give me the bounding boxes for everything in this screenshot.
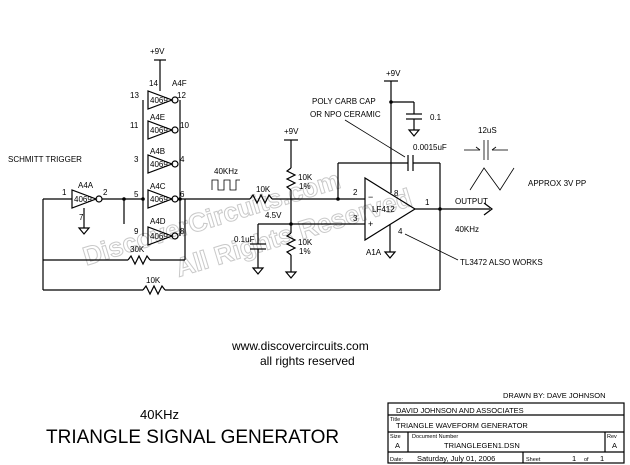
inverter-a4e: 4069 A4E 11 10: [130, 113, 189, 140]
svg-text:2: 2: [353, 188, 358, 197]
a4d-label: A4D: [150, 217, 166, 226]
title-block: DRAWN BY: DAVE JOHNSON DAVID JOHNSON AND…: [387, 391, 625, 464]
ground-symbol-opamp: [383, 251, 397, 259]
svg-text:13: 13: [130, 91, 139, 100]
ground-symbol-divider: [284, 271, 298, 279]
a4b-label: A4B: [150, 147, 165, 156]
tb-title: TRIANGLE WAVEFORM GENERATOR: [396, 421, 528, 430]
resistor-10k-bottom: [285, 232, 297, 256]
opamp-ref: A1A: [366, 248, 382, 257]
inverter-a4c: 4069 A4C 5 6: [134, 182, 185, 209]
svg-text:1%: 1%: [299, 247, 311, 256]
freq-small-label: 40KHz: [214, 167, 238, 176]
supply-label-opamp: +9V: [386, 69, 401, 78]
svg-text:11: 11: [130, 121, 139, 130]
tl-note-label: TL3472 ALSO WORKS: [460, 258, 543, 267]
svg-text:4: 4: [180, 155, 185, 164]
svg-text:10K: 10K: [298, 173, 313, 182]
supply-label-schmitt: +9V: [150, 47, 165, 56]
svg-text:12: 12: [177, 91, 186, 100]
svg-text:−: −: [368, 192, 373, 202]
svg-text:Rev: Rev: [607, 434, 617, 440]
title-freq: 40KHz: [140, 407, 179, 422]
a4e-label: A4E: [150, 113, 165, 122]
drawn-by: DRAWN BY: DAVE JOHNSON: [503, 391, 606, 400]
svg-text:Title: Title: [390, 417, 400, 423]
website-url: www.discovercircuits.com: [231, 339, 369, 353]
company: DAVID JOHNSON AND ASSOCIATES: [396, 406, 524, 415]
ground-symbol-a4a: [77, 227, 91, 235]
website-rights: all rights reserved: [260, 354, 355, 368]
svg-text:A: A: [395, 441, 400, 450]
svg-text:10: 10: [180, 121, 189, 130]
a4f-label: A4F: [172, 79, 187, 88]
square-wave-icon: [211, 179, 240, 191]
supply-label-divider: +9V: [284, 127, 299, 136]
svg-text:8: 8: [394, 189, 399, 198]
output-label: OUTPUT: [455, 197, 488, 206]
svg-text:+: +: [368, 219, 373, 229]
svg-text:4069: 4069: [150, 195, 168, 204]
svg-text:1: 1: [425, 198, 430, 207]
pin-1-label: 1: [62, 188, 67, 197]
svg-text:A: A: [612, 441, 617, 450]
svg-text:10K: 10K: [298, 238, 313, 247]
svg-text:of: of: [584, 457, 589, 463]
svg-text:10K: 10K: [256, 185, 271, 194]
a4a-label: A4A: [78, 181, 94, 190]
svg-text:4069: 4069: [150, 160, 168, 169]
inverter-a4d: 4069 A4D 9 8: [134, 217, 185, 246]
svg-text:6: 6: [180, 190, 185, 199]
svg-text:3: 3: [134, 155, 139, 164]
svg-text:4: 4: [398, 227, 403, 236]
title-main: TRIANGLE SIGNAL GENERATOR: [46, 427, 339, 448]
output-arrow-icon: [483, 202, 493, 216]
triangle-wave-icon: [464, 140, 515, 191]
resistor-30k: [127, 254, 151, 266]
svg-text:1: 1: [572, 454, 576, 463]
svg-text:1%: 1%: [299, 182, 311, 191]
date: Saturday, July 01, 2006: [417, 454, 495, 463]
svg-text:4069: 4069: [150, 96, 168, 105]
resistor-10k-feedback: [142, 284, 166, 296]
r30k-label: 30K: [130, 245, 145, 254]
svg-text:5: 5: [134, 190, 139, 199]
amplitude-label: APPROX 3V PP: [528, 179, 586, 188]
svg-text:3: 3: [353, 214, 358, 223]
svg-text:Date:: Date:: [390, 457, 404, 463]
svg-text:Sheet: Sheet: [526, 457, 541, 463]
a4a-chip: 4069: [74, 195, 92, 204]
c01uf-label: 0.1uF: [234, 235, 255, 244]
svg-text:1: 1: [600, 454, 604, 463]
svg-text:9: 9: [134, 227, 139, 236]
svg-text:Document Number: Document Number: [412, 434, 458, 440]
svg-text:Size: Size: [390, 434, 401, 440]
cap-note-1: POLY CARB CAP: [312, 97, 376, 106]
a4c-label: A4C: [150, 182, 166, 191]
svg-text:8: 8: [180, 227, 185, 236]
cap-note-2: OR NPO CERAMIC: [310, 110, 381, 119]
pin-2-label: 2: [103, 188, 108, 197]
inverter-a4f: 4069 A4F 13 12 14: [130, 79, 187, 110]
resistor-10k-top: [285, 167, 297, 191]
docnum: TRIANGLEGEN1.DSN: [444, 441, 520, 450]
svg-text:10K: 10K: [146, 276, 161, 285]
resistor-10k-input: [249, 193, 273, 205]
c00015-label: 0.0015uF: [413, 143, 447, 152]
ground-symbol-c01: [407, 129, 421, 137]
pin-7-label: 7: [79, 213, 84, 222]
period-label: 12uS: [478, 126, 497, 135]
inverter-a4a: A4A 4069 1 2 7: [62, 181, 108, 222]
svg-text:14: 14: [149, 79, 158, 88]
inverter-a4b: 4069 A4B 3 4: [134, 147, 185, 174]
ground-symbol-c01uf: [251, 267, 265, 275]
opamp-label: LF412: [372, 205, 395, 214]
svg-text:4069: 4069: [150, 126, 168, 135]
c01-label: 0.1: [430, 113, 442, 122]
schmitt-trigger-label: SCHMITT TRIGGER: [8, 155, 82, 164]
freq-out-label: 40KHz: [455, 225, 479, 234]
svg-text:4069: 4069: [150, 232, 168, 241]
v45-label: 4.5V: [265, 211, 282, 220]
